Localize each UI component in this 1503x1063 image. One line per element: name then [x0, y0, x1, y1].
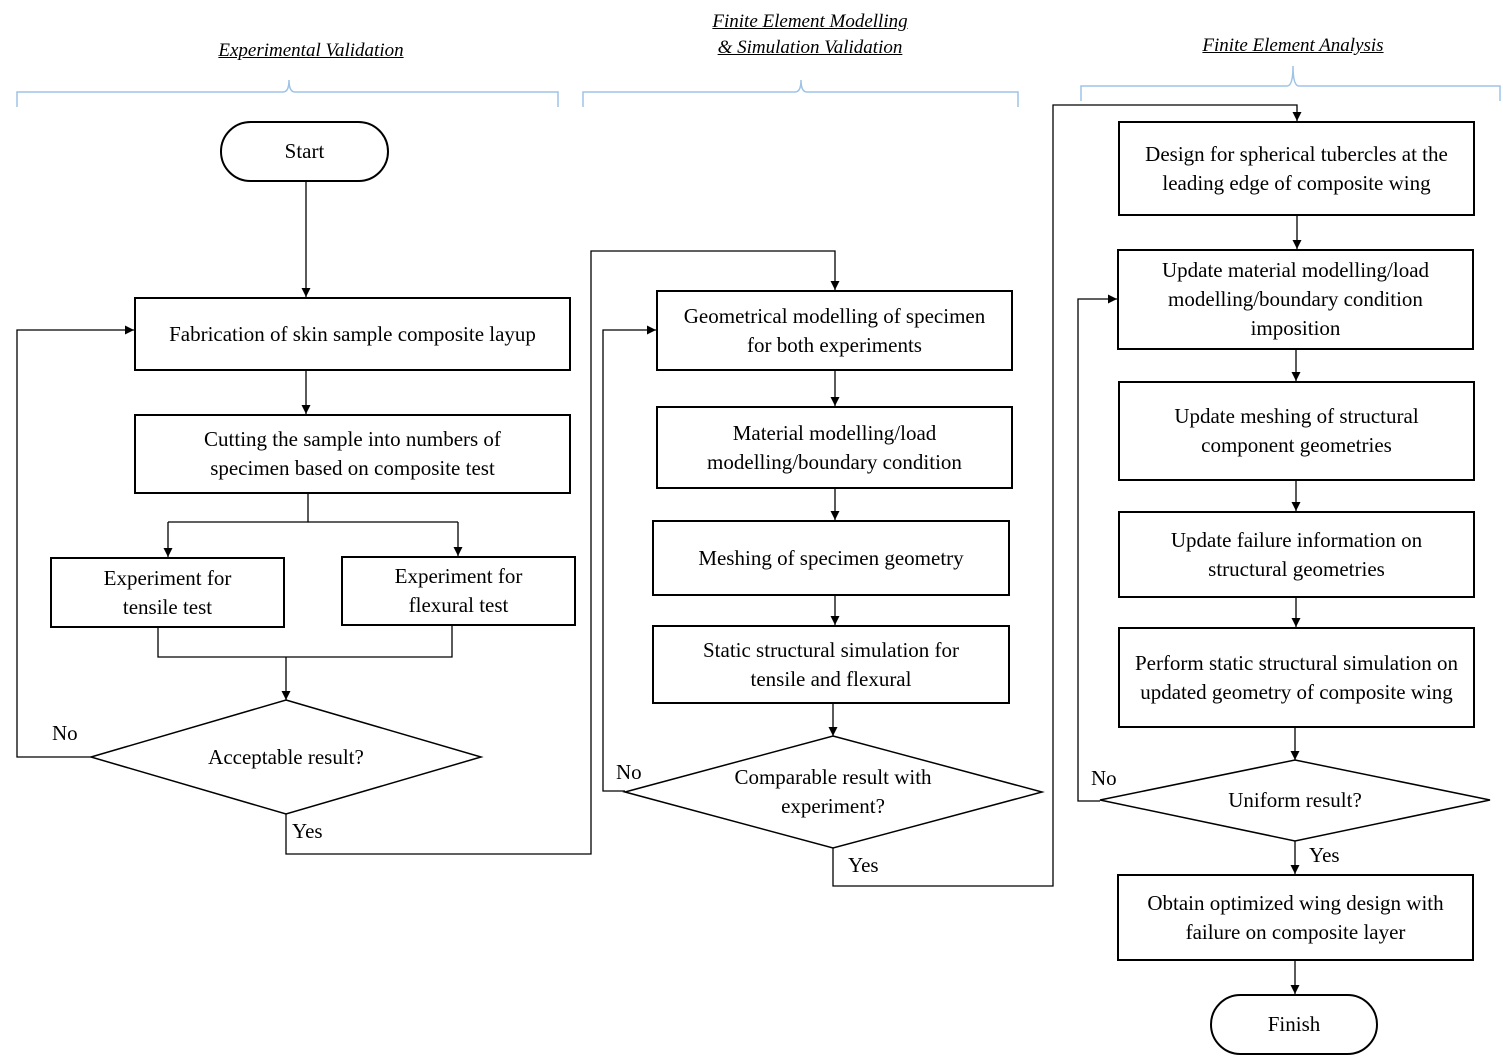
decision-uniform-diamond [1099, 759, 1491, 842]
tensile-experiment-step: Experiment for tensile test [50, 557, 285, 628]
section-title-fea: Finite Element Analysis [1202, 35, 1384, 56]
decision-uniform-label: Uniform result? [1228, 788, 1362, 812]
geometrical-modelling-step: Geometrical modelling of specimen for bo… [656, 290, 1013, 371]
finish-terminal: Finish [1210, 994, 1378, 1055]
update-material-step: Update material modelling/load modelling… [1117, 249, 1474, 350]
merge-experiments [157, 626, 453, 658]
decision-comparable-diamond [622, 735, 1045, 849]
perform-simulation-step: Perform static structural simulation on … [1118, 627, 1475, 728]
decision-comparable-label: Comparable result with experiment? [734, 765, 932, 818]
start-terminal: Start [220, 121, 389, 182]
static-simulation-step: Static structural simulation for tensile… [652, 625, 1010, 704]
loop-no-acceptable [16, 325, 134, 758]
update-meshing-step: Update meshing of structural component g… [1118, 381, 1475, 481]
decision-acceptable-label: Acceptable result? [208, 744, 364, 769]
section-title-experimental: Experimental Validation [218, 40, 404, 61]
yes-label-uniform: Yes [1309, 843, 1340, 867]
no-label-comparable: No [616, 760, 642, 784]
split-to-experiments [168, 494, 309, 523]
decision-acceptable-diamond [88, 699, 484, 815]
section-bracket-experimental [16, 79, 559, 107]
yes-label-comparable: Yes [848, 853, 879, 877]
section-title-fem-line2: & Simulation Validation [717, 37, 903, 58]
no-label-uniform: No [1091, 766, 1117, 790]
material-modelling-step: Material modelling/load modelling/bounda… [656, 406, 1013, 489]
path-yes-acceptable [285, 250, 840, 855]
update-failure-step: Update failure information on structural… [1118, 511, 1475, 598]
loop-no-comparable [602, 325, 656, 792]
yes-label-acceptable: Yes [292, 819, 323, 843]
flexural-experiment-step: Experiment for flexural test [341, 556, 576, 626]
no-label-acceptable: No [52, 721, 78, 745]
cutting-step: Cutting the sample into numbers of speci… [134, 414, 571, 494]
obtain-optimized-step: Obtain optimized wing design with failur… [1117, 874, 1474, 961]
section-title-fem-line1: Finite Element Modelling [712, 11, 908, 32]
meshing-step: Meshing of specimen geometry [652, 520, 1010, 596]
path-yes-comparable [832, 104, 1302, 887]
design-tubercles-step: Design for spherical tubercles at the le… [1118, 121, 1475, 216]
section-bracket-fea [1080, 65, 1501, 101]
loop-no-uniform [1077, 294, 1117, 802]
section-bracket-fem [582, 79, 1019, 107]
fabrication-step: Fabrication of skin sample composite lay… [134, 297, 571, 371]
